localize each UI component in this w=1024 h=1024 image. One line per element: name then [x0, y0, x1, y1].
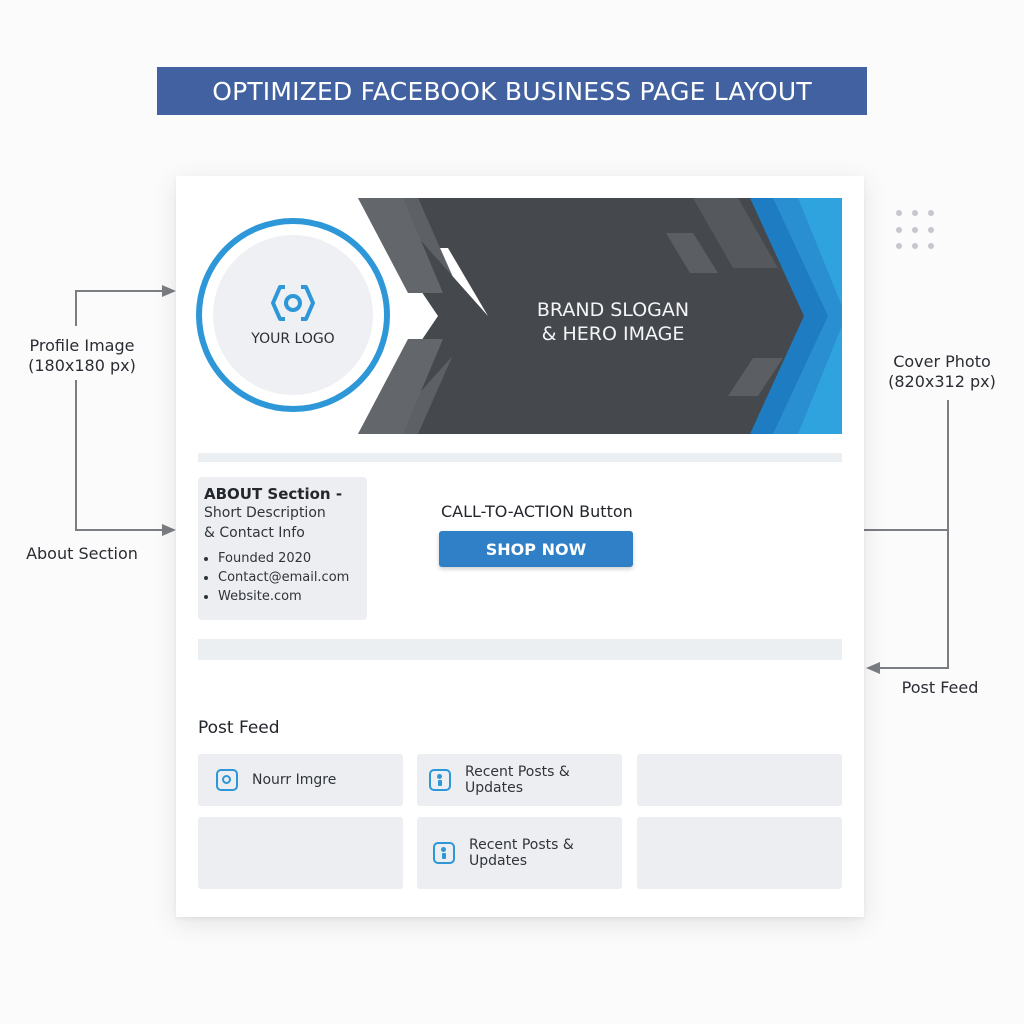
feed-tile-text: Nourr Imgre	[252, 772, 337, 788]
profile-annotation-title: Profile Image	[29, 336, 135, 355]
shop-now-button[interactable]: SHOP NOW	[439, 531, 633, 567]
cover-annotation-size: (820x312 px)	[888, 372, 996, 391]
about-section-annotation: About Section	[26, 544, 138, 563]
feed-tile[interactable]	[198, 817, 403, 889]
about-section: ABOUT Section - Short Description & Cont…	[198, 477, 367, 620]
feed-tile[interactable]	[637, 817, 842, 889]
about-subtitle-1: Short Description	[204, 505, 326, 521]
cover-chevron-graphic	[358, 198, 842, 434]
post-feed-annotation: Post Feed	[901, 678, 979, 697]
slogan-line-1: BRAND SLOGAN	[536, 299, 690, 321]
cta-label: CALL-TO-ACTION Button	[441, 502, 633, 521]
feed-tile[interactable]: Nourr Imgre	[198, 754, 403, 806]
about-item-website[interactable]: Website.com	[218, 587, 361, 606]
info-icon	[433, 842, 455, 864]
profile-image-annotation: Profile Image (180x180 px)	[22, 336, 142, 376]
decorative-dot-grid-icon	[896, 210, 936, 250]
brand-slogan: BRAND SLOGAN & HERO IMAGE	[498, 298, 728, 346]
section-divider-2	[198, 639, 842, 660]
about-title: ABOUT Section -	[204, 485, 343, 503]
profile-annotation-size: (180x180 px)	[28, 356, 136, 375]
about-info-list: Founded 2020 Contact@email.com Website.c…	[204, 549, 361, 606]
facebook-page-mockup: BRAND SLOGAN & HERO IMAGE YOUR LOGO ABOU…	[176, 176, 864, 917]
page-title: OPTIMIZED FACEBOOK BUSINESS PAGE LAYOUT	[157, 67, 867, 115]
camera-icon	[216, 769, 238, 791]
feed-tile[interactable]: Recent Posts & Updates	[417, 754, 622, 806]
section-divider	[198, 453, 842, 462]
hexagon-logo-icon	[271, 285, 315, 321]
slogan-line-2: & HERO IMAGE	[541, 323, 685, 345]
about-item-founded: Founded 2020	[218, 549, 361, 568]
about-subtitle-2: & Contact Info	[204, 525, 305, 541]
cover-photo-annotation: Cover Photo (820x312 px)	[880, 352, 1004, 392]
feed-tile-text: Recent Posts & Updates	[465, 764, 570, 796]
feed-tile[interactable]: Recent Posts & Updates	[417, 817, 622, 889]
feed-tile[interactable]	[637, 754, 842, 806]
about-item-email[interactable]: Contact@email.com	[218, 568, 361, 587]
profile-image[interactable]: YOUR LOGO	[196, 218, 390, 412]
cover-annotation-title: Cover Photo	[893, 352, 991, 371]
feed-tile-text: Recent Posts & Updates	[469, 837, 574, 869]
logo-text: YOUR LOGO	[251, 331, 335, 347]
info-icon	[429, 769, 451, 791]
post-feed-title: Post Feed	[198, 718, 280, 738]
profile-image-inner: YOUR LOGO	[213, 235, 373, 395]
